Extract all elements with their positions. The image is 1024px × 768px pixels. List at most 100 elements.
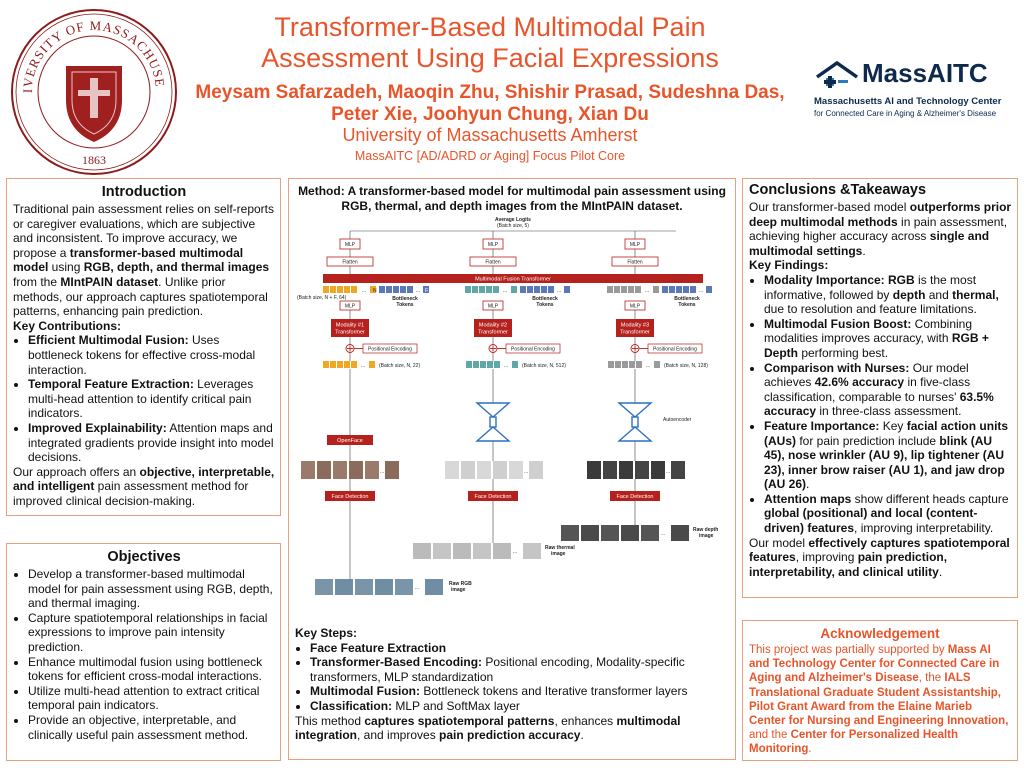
core-or: or (479, 149, 492, 163)
logo-word: MassAITC (862, 58, 988, 88)
image-label: image (699, 533, 714, 539)
intro-text: Our approach offers an (13, 464, 140, 479)
input-tokens-1: ... (Batch size, N, 22) (323, 361, 420, 369)
pos-enc-label: Positional Encoding (511, 347, 555, 353)
conclusions-panel: Conclusions &Takeaways Our transformer-b… (742, 178, 1018, 598)
conclusions-closing: Our model effectively captures spatiotem… (749, 536, 1012, 580)
c-text: , improving interpretability. (854, 521, 994, 536)
thermal-face-crops (445, 461, 543, 479)
introduction-heading: Introduction (101, 184, 187, 200)
intro-bold: RGB, depth, and thermal images (83, 260, 270, 275)
c-bold: 42.6% accuracy (814, 375, 905, 390)
c-bold: blink (AU 45), nose wrinkler (AU 9), lip… (764, 433, 1005, 492)
mlp-mid-2: MLP (482, 300, 504, 311)
raw-rgb-images (315, 579, 443, 595)
c-bold: Attention maps (764, 491, 852, 506)
step-bold: Multimodal Fusion: (310, 684, 420, 699)
mlp-label: MLP (630, 304, 641, 310)
objectives-panel: Objectives Develop a transformer-based m… (6, 543, 281, 761)
intro-bold: MIntPAIN dataset (60, 274, 159, 289)
mlp-label: MLP (630, 242, 641, 248)
bottleneck-label: Bottleneck (532, 296, 558, 302)
c-bold: Feature Importance: (764, 418, 880, 433)
ack-text: and the (749, 729, 791, 742)
closing-text: . (580, 728, 584, 743)
pos-enc-label: Positional Encoding (653, 347, 697, 353)
item-text: Attention maps and integrated gradients … (28, 420, 274, 465)
list-item: Transformer-Based Encoding: Positional e… (310, 655, 731, 684)
c-text: in five-class classification, comparable… (764, 375, 971, 404)
raw-rgb-label: Raw RGB (449, 581, 472, 587)
item-bold: Temporal Feature Extraction: (28, 377, 194, 392)
mlp-label: MLP (345, 242, 356, 248)
list-item: Enhance multimodal fusion using bottlene… (28, 655, 275, 684)
method-closing: This method captures spatiotemporal patt… (295, 714, 731, 743)
mlp-mid-1: MLP (339, 300, 361, 311)
poster-title-line1: Transformer-Based Multimodal Pain (274, 12, 706, 42)
closing-bold: captures spatiotemporal patterns (364, 713, 555, 728)
massaitc-logo: MassAITC Massachusetts AI and Technology… (812, 58, 1012, 124)
mod3-label: Modality #3 (621, 323, 649, 329)
positional-encoding-1: Positional Encoding (362, 343, 418, 354)
list-item: Attention maps show different heads capt… (764, 492, 1012, 536)
list-item: Efficient Multimodal Fusion: Uses bottle… (28, 333, 275, 377)
mod2-label: Modality #2 (479, 323, 507, 329)
average-logits-batch: (Batch size, 5) (497, 223, 529, 229)
mod1-label: Modality #1 (336, 323, 364, 329)
autoencoder-label: Autoencoder (663, 417, 692, 423)
mlp-top-1: MLP (339, 238, 361, 250)
closing-bold: multimodal integration (295, 713, 681, 743)
acknowledgement-panel: Acknowledgement This project was partial… (742, 620, 1018, 761)
contributions-list: Efficient Multimodal Fusion: Uses bottle… (13, 333, 275, 464)
ack-bold: Mass AI and Technology Center for Connec… (749, 644, 1000, 685)
face-detection-3: Face Detection (610, 491, 660, 501)
closing-text: , and improves (357, 728, 440, 743)
image-label: image (451, 587, 466, 593)
mlp-top-2: MLP (482, 238, 504, 250)
depth-face-crops (587, 461, 685, 479)
ack-bold: IALS Translational Graduate Student Assi… (749, 672, 1009, 728)
university-seal: UNIVERSITY OF MASSACHUSETTS 1863 (10, 8, 177, 175)
c-bold: single and multimodal settings (749, 229, 990, 258)
face-detection-label: Face Detection (617, 494, 654, 500)
batch-512-label: (Batch size, N, 512) (522, 363, 566, 369)
ellipsis: ... (646, 363, 650, 369)
c-text: . (806, 477, 810, 492)
c-text: , improving (795, 550, 858, 565)
list-item: Provide an objective, interpretable, and… (28, 713, 275, 742)
c-text: . (862, 243, 866, 258)
core-prefix: MassAITC [AD/ADRD (354, 149, 480, 163)
intro-text: Traditional pain assessment relies on se… (13, 202, 275, 260)
c-bold: Comparison with Nurses: (764, 360, 910, 375)
tokens-label: Tokens (678, 302, 695, 308)
c-text: Combining modalities improves accuracy, … (764, 316, 973, 346)
closing-text: This method (295, 713, 365, 728)
token-f: F (425, 288, 429, 294)
mlp-label: MLP (488, 304, 499, 310)
fusion-transformer-label: Multimodal Fusion Transformer (475, 277, 551, 283)
ellipsis: ... (699, 288, 703, 294)
objectives-heading: Objectives (107, 549, 181, 565)
flatten-3: Flatten (611, 256, 659, 267)
transformer-label: Transformer (478, 330, 508, 336)
list-item: Develop a transformer-based multimodal m… (28, 567, 275, 611)
batch-22-label: (Batch size, N, 22) (379, 363, 420, 369)
raw-thermal-images (413, 543, 541, 559)
transformer-label: Transformer (335, 330, 365, 336)
poster-title-line2: Assessment Using Facial Expressions (261, 43, 719, 73)
method-heading: Method: A transformer-based model for mu… (298, 184, 726, 213)
intro-text: using (48, 260, 84, 275)
list-item: Capture spatiotemporal relationships in … (28, 611, 275, 655)
c-bold: Modality Importance: RGB (764, 272, 915, 287)
c-text: Our transformer-based model (749, 200, 910, 214)
ellipsis: ... (415, 585, 419, 591)
raw-depth-images (561, 525, 689, 541)
token-n: N (373, 288, 377, 294)
step-text: Positional encoding, Modality-specific t… (310, 655, 685, 684)
tokens-label: Tokens (396, 302, 413, 308)
list-item: Improved Explainability: Attention maps … (28, 421, 275, 465)
mlp-label: MLP (488, 242, 499, 248)
c-text: in three-class assessment. (816, 404, 962, 419)
logo-line2: for Connected Care in Aging & Alzheimer'… (814, 109, 997, 118)
